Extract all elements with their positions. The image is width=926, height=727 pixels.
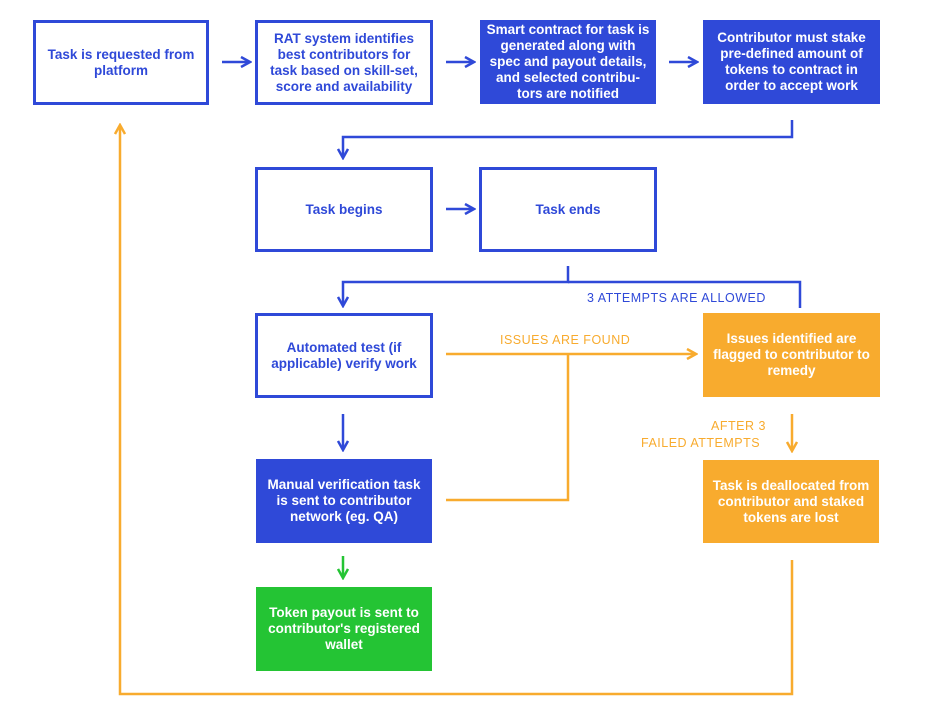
label-after-failed-1: AFTER 3 bbox=[711, 419, 766, 433]
label-attempts-allowed: 3 ATTEMPTS ARE ALLOWED bbox=[587, 291, 766, 305]
line-manual-issues bbox=[446, 354, 570, 502]
node-smart-contract: Smart contract for task is generated alo… bbox=[480, 20, 656, 104]
label-issues-found: ISSUES ARE FOUND bbox=[500, 333, 631, 347]
arrow-stake-to-begins bbox=[343, 120, 794, 158]
node-task-ends: Task ends bbox=[479, 167, 657, 252]
node-task-begins: Task begins bbox=[255, 167, 433, 252]
arrow-ends-to-automated-test bbox=[343, 266, 570, 306]
node-task-deallocated: Task is deallocated from contributor and… bbox=[703, 460, 879, 543]
label-after-failed-2: FAILED ATTEMPTS bbox=[641, 436, 761, 450]
node-automated-test: Automated test (if applicable) verify wo… bbox=[255, 313, 433, 398]
node-token-payout: Token payout is sent to contributor's re… bbox=[256, 587, 432, 671]
node-issues-flagged: Issues identified are flagged to contrib… bbox=[703, 313, 880, 397]
node-rat-system: RAT system identifies best contributors … bbox=[255, 20, 433, 105]
line-retry-loop bbox=[568, 280, 802, 308]
arrow-deallocated-to-requested bbox=[120, 125, 794, 696]
node-task-requested: Task is requested from platform bbox=[33, 20, 209, 105]
node-stake-tokens: Contributor must stake pre-defined amoun… bbox=[703, 20, 880, 104]
node-manual-verification: Manual verification task is sent to cont… bbox=[256, 459, 432, 543]
